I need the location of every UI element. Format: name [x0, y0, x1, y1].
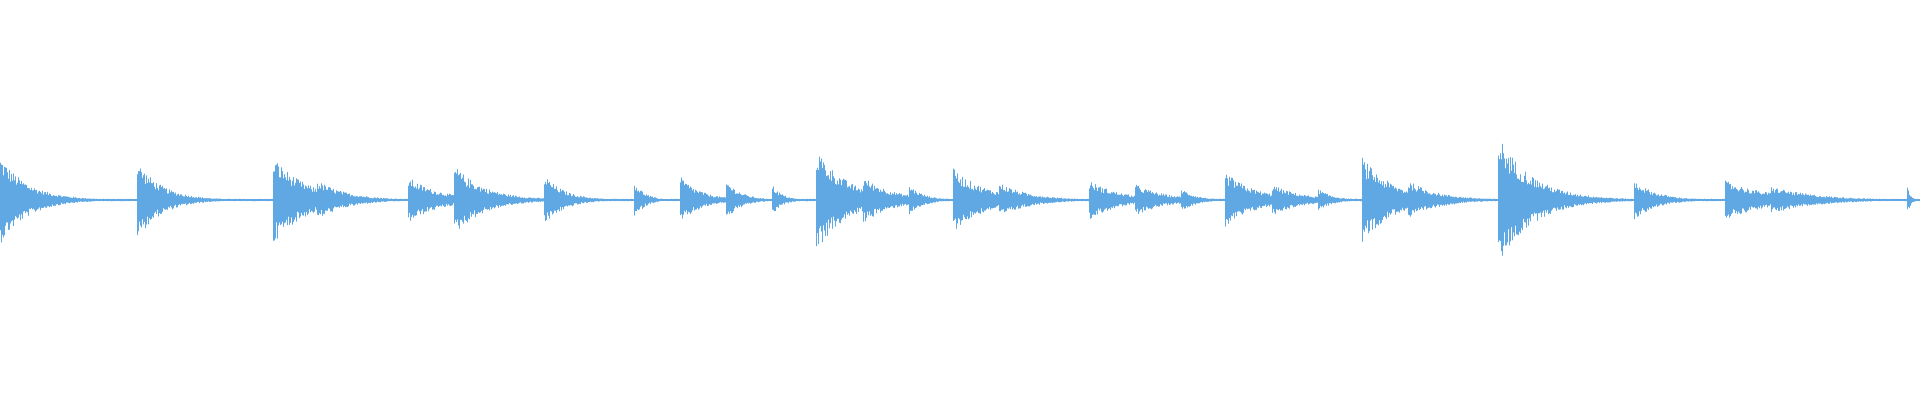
waveform-bars [0, 143, 1920, 256]
